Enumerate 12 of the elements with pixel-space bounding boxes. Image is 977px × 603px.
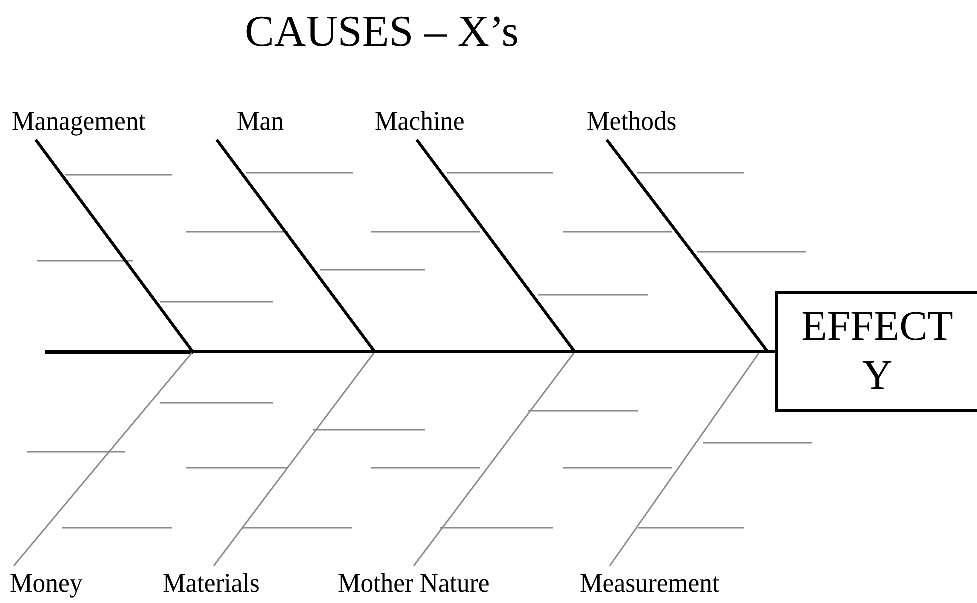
effect-box (775, 291, 977, 412)
category-label: Man (237, 108, 284, 135)
bone-line (606, 139, 775, 354)
category-label: Mother Nature (338, 570, 490, 597)
category-label: Measurement (580, 570, 720, 597)
category-label: Machine (375, 108, 465, 135)
category-label: Management (12, 108, 146, 135)
category-label: Money (10, 570, 83, 597)
category-label: Materials (163, 570, 260, 597)
diagram-title: CAUSES – X’s (245, 10, 519, 54)
category-label: Methods (587, 108, 677, 135)
effect-text: EFFECT Y (800, 303, 954, 400)
